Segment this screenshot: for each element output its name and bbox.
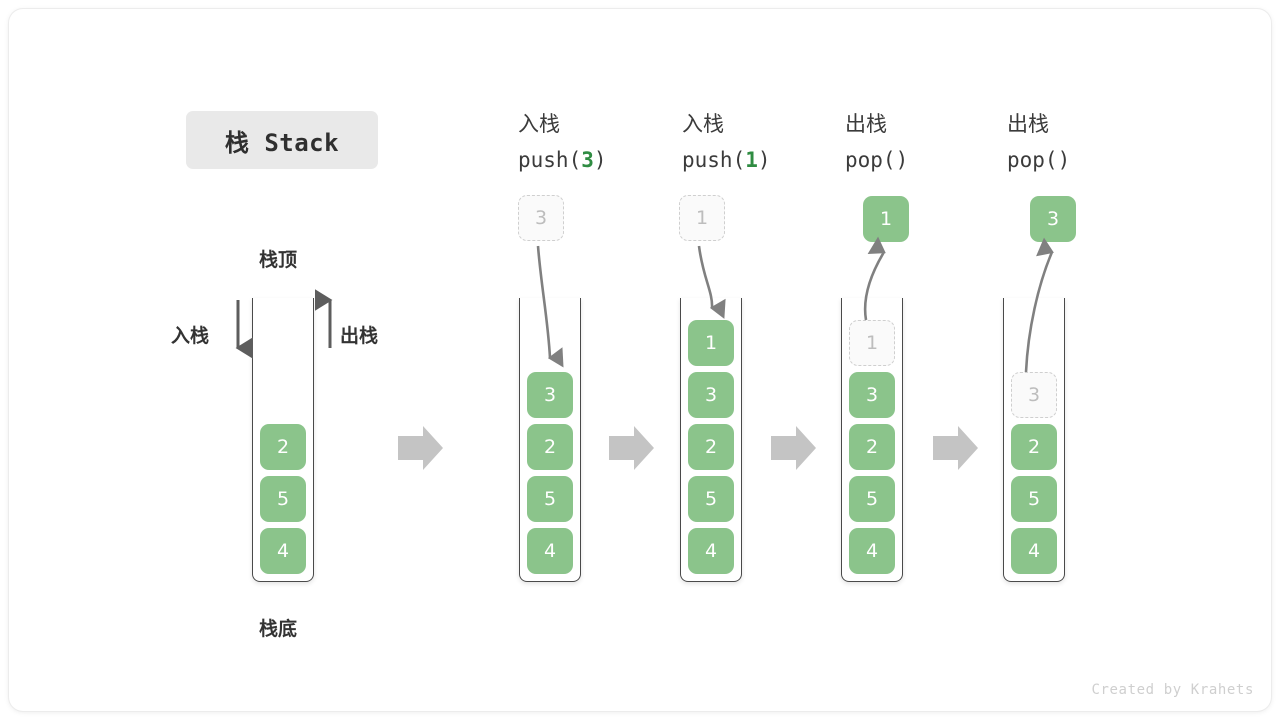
floating-block-pop-3: 3 bbox=[1030, 196, 1076, 242]
stack-block: 2 bbox=[688, 424, 734, 470]
label-push-left: 入栈 bbox=[171, 325, 210, 347]
stack-block: 2 bbox=[849, 424, 895, 470]
code-arg: 1 bbox=[745, 148, 758, 172]
column-heading-pop-1: 出栈 pop() bbox=[845, 106, 908, 178]
stack-ghost-block: 1 bbox=[849, 320, 895, 366]
stack-walls bbox=[519, 298, 581, 582]
floating-block-push-3: 3 bbox=[518, 195, 564, 241]
column-heading-line2: push(1) bbox=[682, 142, 771, 178]
column-heading-push-3: 入栈 push(3) bbox=[518, 106, 607, 178]
column-heading-line2: push(3) bbox=[518, 142, 607, 178]
stack-walls bbox=[841, 298, 903, 582]
column-heading-line1: 入栈 bbox=[682, 112, 724, 136]
stack-block: 2 bbox=[1011, 424, 1057, 470]
code-suffix: ) bbox=[895, 148, 909, 172]
stack-ghost-block: 3 bbox=[1011, 372, 1057, 418]
stack-block: 5 bbox=[260, 476, 306, 522]
stack-block: 3 bbox=[527, 372, 573, 418]
stack-block: 5 bbox=[688, 476, 734, 522]
stack-block: 1 bbox=[688, 320, 734, 366]
diagram-title: 栈 Stack bbox=[186, 111, 378, 169]
label-pop-right: 出栈 bbox=[340, 325, 379, 347]
column-heading-line1: 出栈 bbox=[845, 112, 887, 136]
code-prefix: pop( bbox=[1007, 148, 1058, 172]
stack-block: 4 bbox=[527, 528, 573, 574]
code-arg: 3 bbox=[581, 148, 594, 172]
stack-block: 3 bbox=[688, 372, 734, 418]
code-suffix: ) bbox=[757, 148, 771, 172]
stack-block: 4 bbox=[688, 528, 734, 574]
code-prefix: push( bbox=[682, 148, 746, 172]
code-suffix: ) bbox=[1057, 148, 1071, 172]
label-stack-top: 栈顶 bbox=[259, 249, 298, 271]
code-prefix: pop( bbox=[845, 148, 896, 172]
stack-block: 2 bbox=[260, 424, 306, 470]
stack-walls bbox=[1003, 298, 1065, 582]
stack-block: 3 bbox=[849, 372, 895, 418]
stack-block: 2 bbox=[527, 424, 573, 470]
column-heading-line1: 入栈 bbox=[518, 112, 560, 136]
column-heading-line1: 出栈 bbox=[1007, 112, 1049, 136]
stack-block: 4 bbox=[1011, 528, 1057, 574]
label-stack-bottom: 栈底 bbox=[259, 618, 298, 640]
column-heading-pop-3: 出栈 pop() bbox=[1007, 106, 1070, 178]
column-heading-line2: pop() bbox=[845, 142, 908, 178]
column-heading-push-1: 入栈 push(1) bbox=[682, 106, 771, 178]
code-prefix: push( bbox=[518, 148, 582, 172]
stack-walls bbox=[680, 298, 742, 582]
stack-block: 4 bbox=[260, 528, 306, 574]
stack-walls bbox=[252, 298, 314, 582]
column-heading-line2: pop() bbox=[1007, 142, 1070, 178]
code-suffix: ) bbox=[593, 148, 607, 172]
stack-block: 5 bbox=[527, 476, 573, 522]
floating-block-pop-1: 1 bbox=[863, 196, 909, 242]
stack-block: 5 bbox=[1011, 476, 1057, 522]
floating-block-push-1: 1 bbox=[679, 195, 725, 241]
stack-block: 5 bbox=[849, 476, 895, 522]
stack-block: 4 bbox=[849, 528, 895, 574]
credit-text: Created by Krahets bbox=[1091, 682, 1254, 698]
